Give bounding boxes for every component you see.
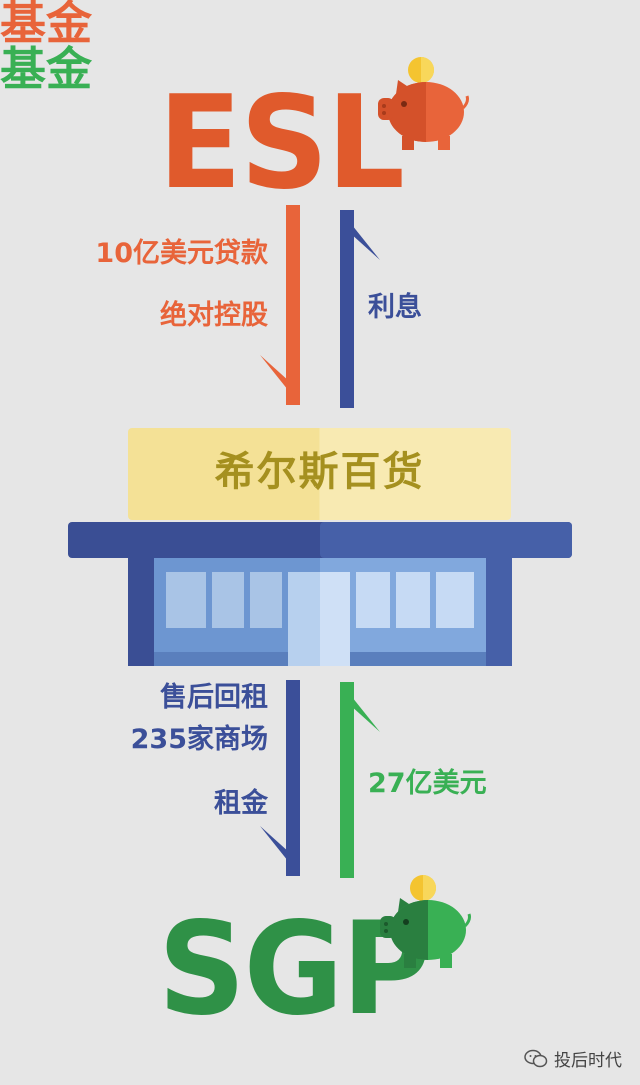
coin-icon	[408, 57, 434, 83]
store-name: 希尔斯百货	[214, 449, 425, 495]
sale-leaseback-label: 售后回租	[160, 682, 268, 713]
piggy-bank-icon	[378, 57, 469, 150]
loan-label: 10亿美元贷款	[95, 238, 268, 269]
rent-label: 租金	[214, 788, 268, 819]
coin-icon	[410, 875, 436, 901]
bottom-fund-suffix: 基金	[0, 42, 92, 96]
payment-up-arrow	[340, 682, 380, 878]
storefront-icon	[68, 522, 572, 666]
wechat-icon	[524, 1049, 548, 1067]
control-label: 绝对控股	[160, 300, 268, 331]
top-fund-suffix: 基金	[0, 0, 92, 50]
interest-label: 利息	[368, 292, 422, 323]
top-fund-title: ESL 基金	[0, 0, 640, 208]
top-arrows	[260, 205, 380, 408]
interest-up-arrow	[340, 210, 380, 408]
watermark-text: 投后时代	[554, 1051, 622, 1071]
store-sign	[128, 428, 511, 520]
payment-label: 27亿美元	[368, 768, 487, 799]
rent-down-arrow	[260, 680, 300, 876]
top-fund-name: ESL	[158, 69, 405, 218]
watermark: 投后时代	[524, 1046, 622, 1071]
bottom-arrows	[260, 680, 380, 878]
malls-label: 235家商场	[130, 724, 268, 755]
loan-down-arrow	[260, 205, 300, 405]
piggy-bank-icon	[380, 875, 471, 968]
